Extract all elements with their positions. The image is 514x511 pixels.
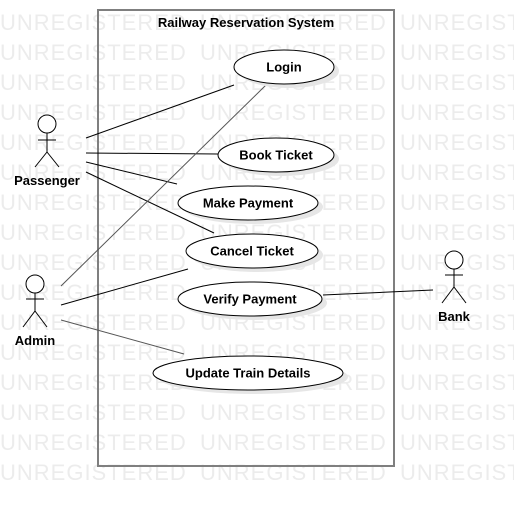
use-case-book-ticket[interactable]: Book Ticket — [217, 137, 339, 176]
watermark-text: UNREGISTERED — [400, 430, 514, 455]
watermark-text: UNREGISTERED — [0, 220, 187, 245]
watermark-text: UNREGISTERED — [400, 160, 514, 185]
watermark-text: UNREGISTERED — [400, 460, 514, 485]
watermark-text: UNREGISTERED — [0, 190, 187, 215]
association-passenger-make-payment — [85, 161, 178, 185]
stick-figure-icon — [34, 114, 60, 168]
watermark-text: UNREGISTERED — [200, 10, 387, 35]
watermark-text: UNREGISTERED — [400, 40, 514, 65]
use-case-ellipse — [217, 137, 335, 173]
use-case-label: Cancel Ticket — [210, 244, 294, 259]
use-case-ellipse — [152, 355, 344, 391]
use-case-verify-payment[interactable]: Verify Payment — [177, 281, 327, 320]
actor-admin[interactable]: Admin — [15, 274, 56, 348]
watermark-text: UNREGISTERED — [400, 220, 514, 245]
use-case-ellipse — [177, 185, 319, 221]
watermark-text: UNREGISTERED — [200, 100, 387, 125]
use-case-ellipse — [185, 233, 319, 269]
watermark-text: UNREGISTERED — [200, 400, 387, 425]
association-admin-login — [60, 84, 267, 287]
use-case-label: Make Payment — [203, 196, 294, 211]
use-case-label: Update Train Details — [186, 366, 311, 381]
watermark-text: UNREGISTERED — [0, 130, 187, 155]
association-bank-verify-payment — [322, 289, 434, 296]
actors: Passenger Admin — [14, 114, 471, 348]
association-admin-update-train-details — [60, 319, 185, 355]
use-case-make-payment[interactable]: Make Payment — [177, 185, 323, 224]
actor-label: Passenger — [14, 173, 80, 188]
association-passenger-cancel-ticket — [85, 171, 215, 234]
watermark-text: UNREGISTERED — [0, 340, 187, 365]
actor-label: Bank — [438, 309, 471, 324]
actor-bank[interactable]: Bank — [438, 250, 471, 324]
watermark-text: UNREGISTERED — [0, 40, 187, 65]
watermark-text: UNREGISTERED — [0, 460, 187, 485]
stick-figure-icon — [22, 274, 48, 328]
use-cases: Login Book Ticket Make Payment Cancel Ti… — [152, 49, 348, 394]
watermark: UNREGISTERED UNREGISTERED UNREGISTERED UNRE… — [0, 10, 514, 485]
watermark-text: UNREGISTERED — [0, 310, 187, 335]
use-case-update-train-details[interactable]: Update Train Details — [152, 355, 348, 394]
watermark-text: UNREGISTERED — [400, 340, 514, 365]
system-boundary-rect — [97, 9, 395, 467]
watermark-text: UNREGISTERED — [0, 100, 187, 125]
watermark-text: UNREGISTERED — [0, 430, 187, 455]
watermark-text: UNREGISTERED — [400, 100, 514, 125]
use-case-label: Verify Payment — [203, 292, 297, 307]
use-case-login[interactable]: Login — [233, 49, 339, 88]
watermark-text: UNREGISTERED — [400, 310, 514, 335]
system-boundary: Railway Reservation System — [97, 9, 395, 467]
association-passenger-login — [85, 84, 235, 139]
watermark-text: UNREGISTERED — [0, 400, 187, 425]
actor-passenger[interactable]: Passenger — [14, 114, 80, 188]
watermark-text: UNREGISTERED — [400, 190, 514, 215]
use-case-cancel-ticket[interactable]: Cancel Ticket — [185, 233, 323, 272]
watermark-text: UNREGISTERED — [200, 460, 387, 485]
stick-figure-icon — [441, 250, 467, 304]
use-case-ellipse — [177, 281, 323, 317]
watermark-text: UNREGISTERED — [400, 400, 514, 425]
use-case-label: Book Ticket — [239, 148, 313, 163]
watermark-text: UNREGISTERED — [400, 370, 514, 395]
watermark-text: UNREGISTERED — [400, 10, 514, 35]
use-case-ellipse — [233, 49, 335, 85]
use-case-label: Login — [266, 60, 301, 75]
watermark-text: UNREGISTERED — [200, 430, 387, 455]
actor-label: Admin — [15, 333, 56, 348]
watermark-text: UNREGISTERED — [0, 10, 187, 35]
system-title: Railway Reservation System — [158, 15, 334, 30]
associations — [60, 84, 434, 355]
watermark-text: UNREGISTERED — [400, 280, 514, 305]
watermark-text: UNREGISTERED — [400, 70, 514, 95]
association-admin-cancel-ticket — [60, 268, 189, 306]
watermark-text: UNREGISTERED — [0, 70, 187, 95]
watermark-text: UNREGISTERED — [400, 130, 514, 155]
